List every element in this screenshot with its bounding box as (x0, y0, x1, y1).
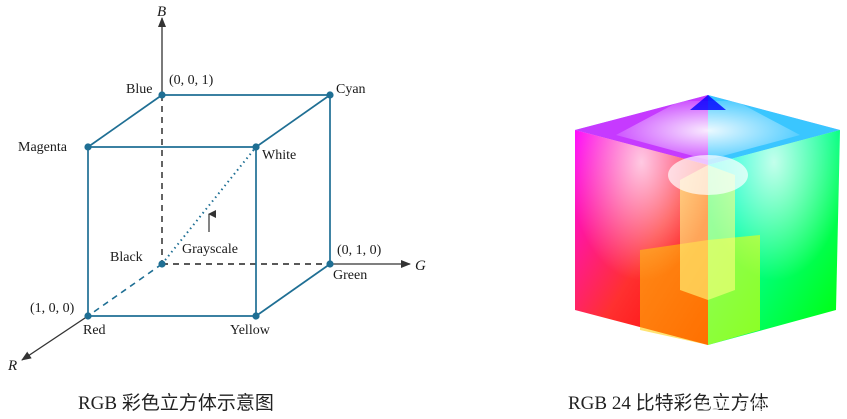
vertex-magenta (84, 143, 92, 151)
watermark: CSDN @御弟哥哥 (690, 397, 812, 414)
label-green: Green (333, 268, 367, 283)
coord-red: (1, 0, 0) (30, 301, 75, 316)
rgb-color-cube: RGB 24 比特彩色立方体 CSDN @御弟哥哥 (568, 95, 840, 414)
r-axis (21, 315, 89, 361)
label-red: Red (83, 323, 106, 338)
label-blue: Blue (126, 82, 152, 97)
label-yellow: Yellow (230, 323, 271, 338)
vertex-white (252, 143, 260, 151)
label-white: White (262, 148, 296, 163)
g-axis-label: G (415, 258, 426, 274)
r-axis-label: R (7, 358, 17, 374)
label-cyan: Cyan (336, 82, 366, 97)
caption-right: RGB 24 比特彩色立方体 (568, 392, 769, 414)
coord-green: (0, 1, 0) (337, 243, 382, 258)
vertex-red (84, 312, 92, 320)
vertex-blue (158, 91, 166, 99)
label-black: Black (110, 250, 143, 265)
label-grayscale: Grayscale (182, 242, 238, 257)
cube-vertices (84, 91, 334, 320)
grayscale-diagonal (161, 146, 257, 265)
coord-blue: (0, 0, 1) (169, 73, 214, 88)
caption-left: RGB 彩色立方体示意图 (78, 392, 274, 414)
cube-edges (87, 94, 331, 317)
rgb-cube-diagram: B G R (7, 4, 426, 414)
label-magenta: Magenta (18, 140, 68, 155)
b-axis-label: B (157, 4, 166, 20)
hidden-edge-black-red (87, 263, 163, 317)
vertex-green (326, 260, 334, 268)
vertex-black (158, 260, 166, 268)
vertex-cyan (326, 91, 334, 99)
vertex-yellow (252, 312, 260, 320)
